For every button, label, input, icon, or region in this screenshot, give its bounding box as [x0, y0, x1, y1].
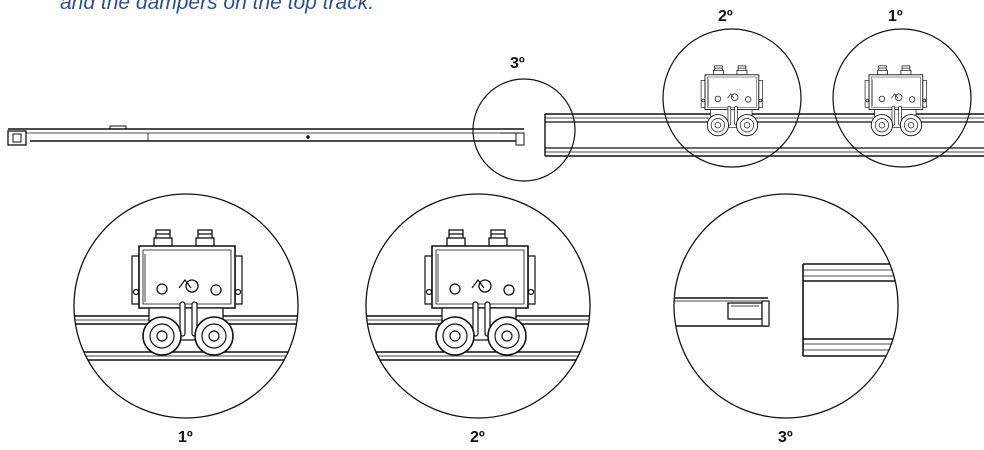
label-top-third: 3º: [510, 55, 525, 72]
detail-first-magnified: [73, 193, 299, 419]
trolley-first-small: [864, 65, 928, 137]
label-top-second: 2º: [718, 8, 733, 25]
instruction-caption: and the dampers on the top track.: [60, 0, 375, 14]
label-top-first: 1º: [888, 8, 903, 25]
full-track-profile: [7, 125, 525, 146]
detail-second-magnified: [365, 193, 591, 419]
label-bottom-second: 2º: [470, 429, 485, 446]
detail-circle-second-top: [662, 28, 802, 168]
label-bottom-first: 1º: [178, 429, 193, 446]
top-rail-overview: [544, 65, 984, 157]
detail-third-magnified: [673, 193, 899, 419]
detail-circle-first-top: [832, 28, 972, 168]
detail-circle-third-top: [472, 78, 576, 182]
trolley-second-small: [700, 65, 764, 137]
label-bottom-third: 3º: [778, 429, 793, 446]
